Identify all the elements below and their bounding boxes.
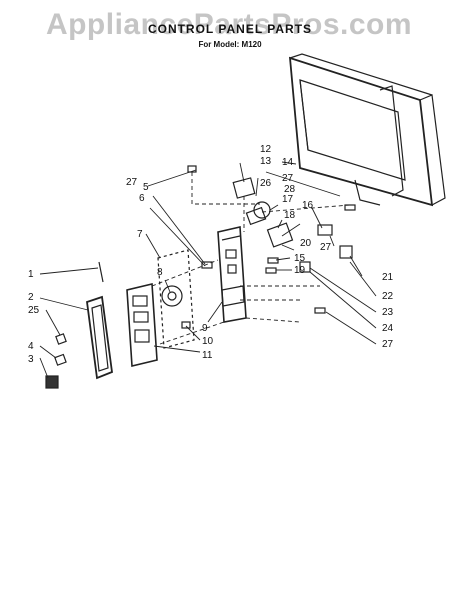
diagram-title: CONTROL PANEL PARTS [147, 22, 313, 36]
callout-16: 16 [302, 200, 314, 211]
leader-lines [39, 161, 377, 379]
callout-27-b: 27 [282, 173, 294, 184]
assembly-guides [151, 172, 351, 345]
callout-26: 26 [260, 178, 272, 189]
callout-19: 19 [294, 265, 306, 276]
callout-1: 1 [28, 269, 34, 280]
callout-10: 10 [202, 336, 214, 347]
callout-5: 5 [143, 182, 149, 193]
callout-13: 13 [260, 156, 272, 167]
callout-17: 17 [282, 194, 294, 205]
callout-27-a: 27 [126, 177, 138, 188]
callout-7: 7 [137, 229, 143, 240]
callout-12: 12 [260, 144, 272, 155]
callout-28: 28 [284, 184, 296, 195]
callout-4: 4 [28, 341, 34, 352]
callout-24: 24 [382, 323, 394, 334]
callout-25: 25 [28, 305, 40, 316]
part-9-control-board [217, 226, 247, 323]
callout-15: 15 [294, 253, 306, 264]
callout-23: 23 [382, 307, 394, 318]
callout-22: 22 [382, 291, 394, 302]
callout-14: 14 [282, 157, 294, 168]
callout-21: 21 [382, 272, 394, 283]
callout-2: 2 [28, 292, 34, 303]
callout-labels: 1 2 25 4 3 5 6 7 8 9 10 11 12 13 14 15 1… [28, 144, 394, 365]
callout-3: 3 [28, 354, 34, 365]
diagram-subtitle: For Model: M120 [198, 40, 262, 49]
callout-27-d: 27 [382, 339, 394, 350]
callout-11: 11 [202, 350, 213, 361]
part-14-frame [288, 53, 446, 207]
callout-8: 8 [157, 267, 163, 278]
part-11-control-panel [126, 283, 158, 367]
callout-9: 9 [202, 323, 208, 334]
part-2-door-handle [86, 295, 113, 380]
callout-20: 20 [300, 238, 312, 249]
watermark: AppliancePartsPros.com [45, 8, 413, 41]
callout-18: 18 [284, 210, 296, 221]
callout-6: 6 [139, 193, 145, 204]
callout-27-c: 27 [320, 242, 332, 253]
part-7-panel-overlay [157, 249, 195, 349]
